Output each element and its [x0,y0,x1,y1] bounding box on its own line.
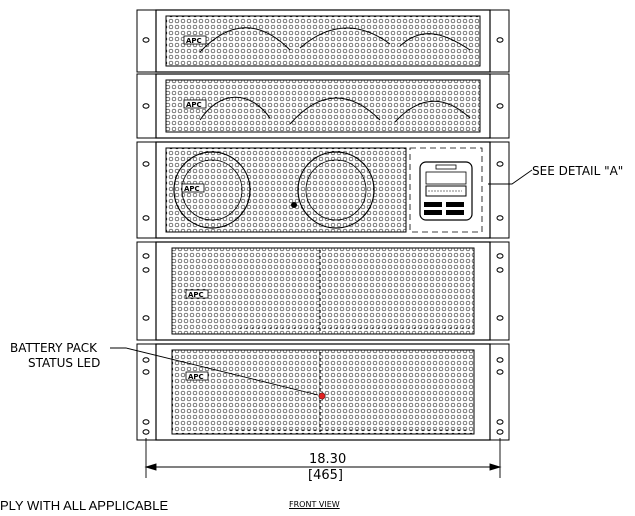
unit-3-bezel: APC [155,141,491,239]
mounting-holes [142,37,504,435]
svg-text:APC: APC [184,185,200,193]
note-text: PLY WITH ALL APPLICABLE [0,498,169,513]
svg-text:APC: APC [188,373,204,381]
status-led-callout: STATUS LED [28,356,101,370]
width-dimension-line [144,438,502,478]
svg-text:APC: APC [186,101,202,109]
unit-2-bezel: APC [155,73,491,139]
view-title: FRONT VIEW [289,500,340,509]
left-rack-rail [136,9,157,441]
battery-status-led [318,392,326,400]
svg-text:APC: APC [186,37,202,45]
display-panel [419,161,473,221]
detail-a-callout: SEE DETAIL "A" [532,164,624,178]
unit-1-bezel: APC [155,9,491,73]
width-dimension-inches: 18.30 [309,452,347,467]
battery-pack-callout: BATTERY PACK [10,341,97,355]
leader-lines [110,169,533,396]
unit-5-bezel: APC [155,343,491,441]
right-rack-rail [489,9,510,441]
width-dimension-mm: [465] [308,468,343,483]
svg-text:APC: APC [188,291,204,299]
unit-4-bezel: APC [155,241,491,341]
